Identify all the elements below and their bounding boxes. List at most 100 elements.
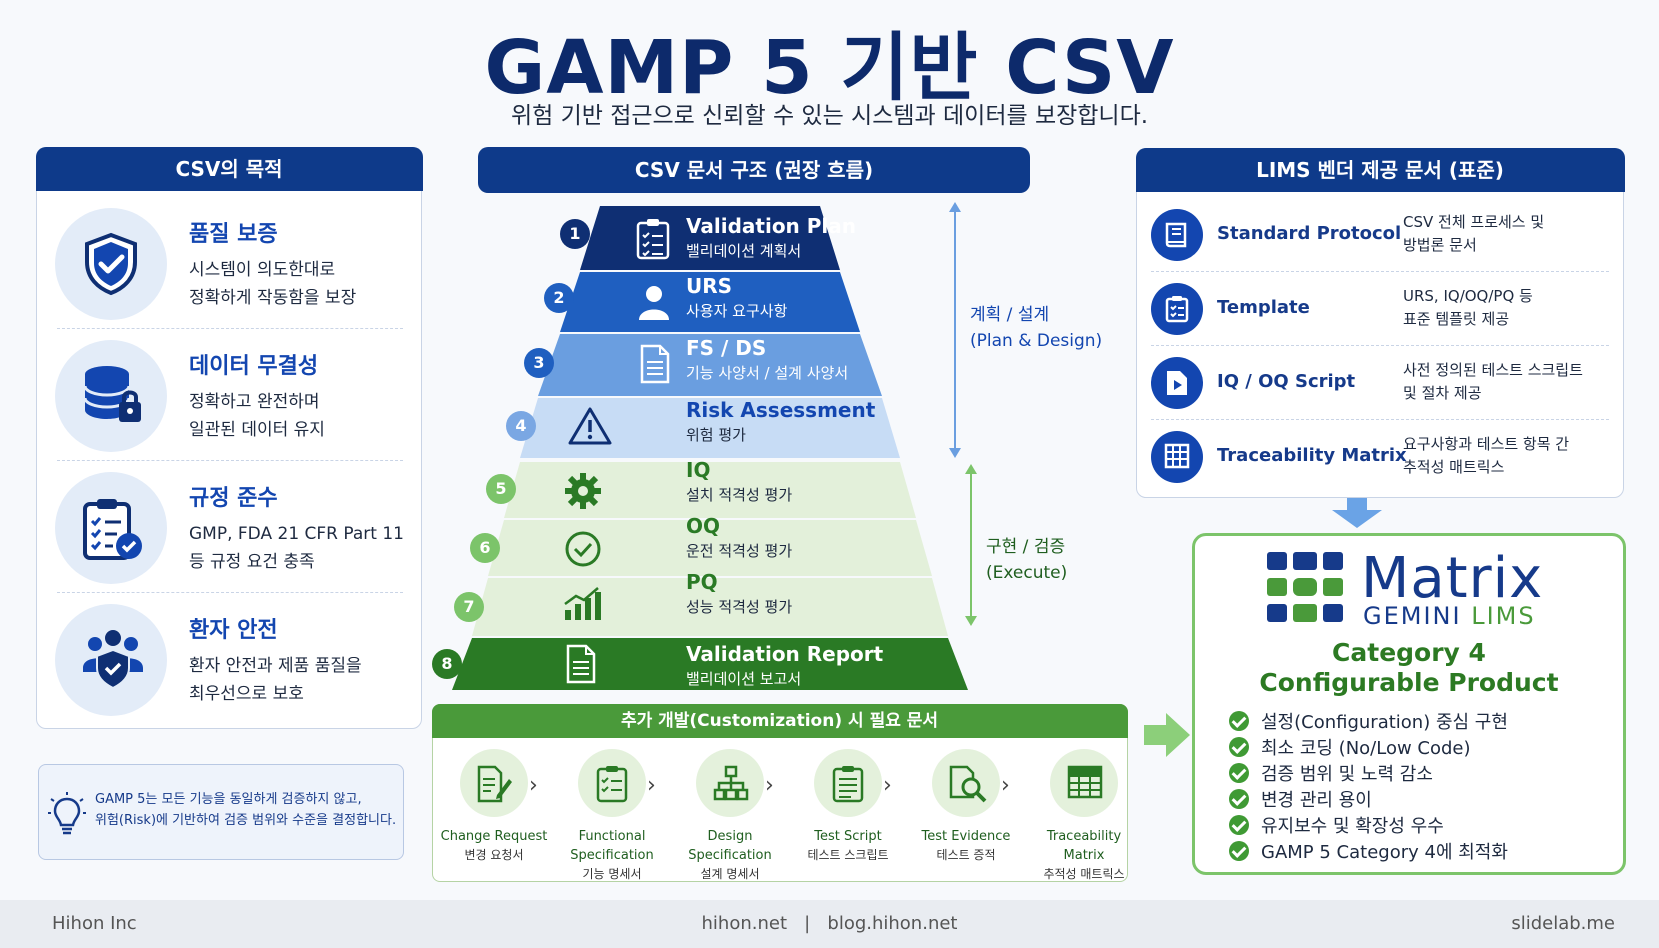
level-subtitle: 밸리데이션 보고서 — [686, 670, 802, 688]
check-icon — [1229, 737, 1249, 757]
footer-company: Hihon Inc — [52, 913, 137, 934]
chevron-right-icon: › — [765, 773, 774, 798]
level-title: URS — [686, 274, 733, 298]
plan-arrow-head — [949, 202, 961, 212]
divider — [1151, 419, 1609, 420]
vendor-panel-title: LIMS 벤더 제공 문서 (표준) — [1135, 147, 1625, 192]
shield-check-icon — [85, 232, 137, 296]
divider — [1151, 345, 1609, 346]
customization-title: 추가 개발(Customization) 시 필요 문서 — [431, 703, 1128, 738]
gear-icon — [565, 473, 601, 509]
table-icon — [1164, 443, 1190, 469]
pyramid-level-8 — [452, 638, 968, 690]
warning-icon — [568, 407, 612, 445]
clipboard-icon — [636, 219, 670, 260]
chart-icon — [564, 587, 601, 620]
database-lock-icon — [83, 366, 141, 422]
level-title: Validation Report — [686, 642, 884, 666]
clipboard-list-icon — [1165, 296, 1189, 323]
feature-item: 검증 범위 및 노력 감소 — [1229, 760, 1433, 786]
feature-item: 유지보수 및 확장성 우수 — [1229, 812, 1444, 838]
pyramid-level-3 — [538, 334, 882, 396]
level-title: OQ — [686, 514, 721, 538]
book-icon — [1165, 222, 1187, 248]
check-icon — [1229, 789, 1249, 809]
level-subtitle: 설치 적격성 평가 — [686, 486, 793, 504]
purpose-panel-title: CSV의 목적 — [35, 146, 423, 191]
level-number: 8 — [432, 649, 462, 679]
structure-title: CSV 문서 구조 (권장 흐름) — [478, 147, 1030, 193]
pyramid-level-4 — [520, 398, 900, 458]
logo-subtitle: GEMINI LIMS — [1363, 602, 1536, 630]
play-document-icon — [1167, 371, 1187, 395]
custom-doc-change-request: Change Request 변경 요청서 — [435, 749, 553, 864]
footer: Hihon Inc hihon.net | blog.hihon.net sli… — [0, 900, 1659, 948]
level-number: 1 — [560, 219, 590, 249]
note-line: 위험(Risk)에 기반하여 검증 범위와 수준을 결정합니다. — [95, 813, 397, 828]
document-icon — [640, 344, 670, 384]
grid-icon — [1067, 765, 1103, 799]
check-icon — [1229, 763, 1249, 783]
purpose-title: 규정 준수 — [189, 486, 278, 511]
document-pyramid: 1 2 3 4 5 6 7 8 Validation Plan 밸리데이션 계획… — [420, 200, 1060, 700]
matrix-logo-icon — [1267, 552, 1343, 622]
custom-doc-test-evidence: Test Evidence 테스트 증적 — [907, 749, 1025, 864]
level-title: FS / DS — [686, 336, 767, 360]
check-icon — [1229, 841, 1249, 861]
level-subtitle: 밸리데이션 계획서 — [686, 242, 802, 260]
level-number: 2 — [544, 283, 574, 313]
level-title: PQ — [686, 570, 718, 594]
purpose-title: 품질 보증 — [189, 222, 278, 247]
checklist-icon — [596, 766, 628, 803]
chevron-right-icon: › — [883, 773, 892, 798]
lightbulb-icon — [48, 792, 86, 835]
logo-wordmark: Matrix — [1361, 546, 1544, 611]
divider — [1151, 271, 1609, 272]
page-title: GAMP 5 기반 CSV — [484, 25, 1175, 111]
arrow-down-icon — [1332, 498, 1382, 528]
divider — [57, 460, 403, 461]
level-subtitle: 기능 사양서 / 설계 사양서 — [686, 364, 849, 382]
level-title: Risk Assessment — [686, 398, 876, 422]
people-shield-icon — [83, 630, 143, 690]
pyramid-level-6 — [488, 520, 932, 576]
plan-arrow-head — [949, 448, 961, 458]
level-number: 3 — [524, 348, 554, 378]
footer-site[interactable]: slidelab.me — [1511, 913, 1615, 934]
execute-label: 구현 / 검증(Execute) — [986, 537, 1068, 583]
plan-design-label: 계획 / 설계(Plan & Design) — [970, 305, 1103, 351]
footer-links[interactable]: hihon.net | blog.hihon.net — [701, 913, 958, 934]
gamp-note: GAMP 5는 모든 기능을 동일하게 검증하지 않고,위험(Risk)에 기반… — [38, 764, 404, 860]
level-title: IQ — [686, 458, 711, 482]
level-subtitle: 운전 적격성 평가 — [686, 542, 793, 560]
level-number: 6 — [470, 533, 500, 563]
feature-item: 최소 코딩 (No/Low Code) — [1229, 734, 1471, 760]
vendor-docs-panel: LIMS 벤더 제공 문서 (표준) Standard Protocol CSV… — [1135, 147, 1625, 498]
level-subtitle: 사용자 요구사항 — [686, 302, 788, 320]
feature-item: GAMP 5 Category 4에 최적화 — [1229, 838, 1508, 864]
check-circle-icon — [565, 531, 601, 567]
divider — [57, 592, 403, 593]
feature-item: 변경 관리 용이 — [1229, 786, 1372, 812]
report-icon — [566, 644, 596, 684]
purpose-title: 데이터 무결성 — [189, 354, 319, 379]
chevron-right-icon: › — [647, 773, 656, 798]
chevron-right-icon: › — [1001, 773, 1010, 798]
level-subtitle: 위험 평가 — [686, 426, 746, 444]
check-icon — [1229, 711, 1249, 731]
